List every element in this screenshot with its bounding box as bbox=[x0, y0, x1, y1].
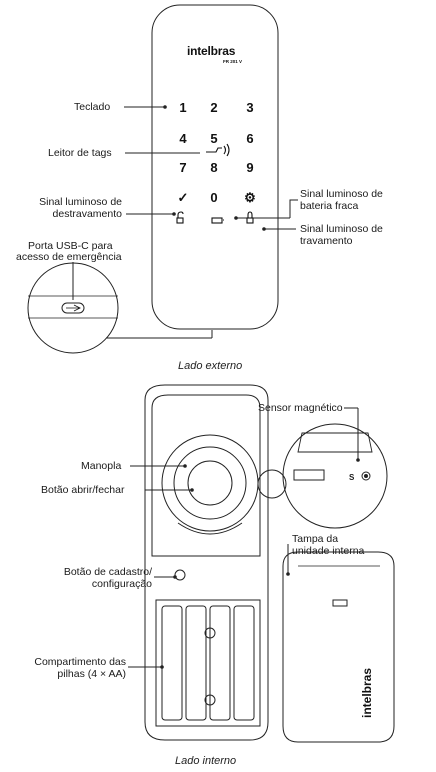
key-7[interactable]: 7 bbox=[179, 160, 187, 175]
label-cover-2: unidade interna bbox=[292, 545, 365, 557]
sensor-letter: S bbox=[349, 473, 355, 482]
label-unlock-light-2: destravamento bbox=[52, 208, 122, 220]
key-6[interactable]: 6 bbox=[246, 131, 254, 146]
label-low-battery-2: bateria fraca bbox=[300, 200, 359, 212]
sensor-inset-circle bbox=[282, 423, 388, 529]
battery-icon bbox=[211, 217, 223, 224]
label-battery-compartment-2: pilhas (4 × AA) bbox=[57, 668, 126, 680]
label-tag-reader: Leitor de tags bbox=[48, 147, 112, 159]
label-unlock-light-1: Sinal luminoso de bbox=[39, 196, 122, 208]
key-3[interactable]: 3 bbox=[246, 100, 254, 115]
key-0[interactable]: 0 bbox=[210, 190, 218, 205]
internal-cover bbox=[282, 551, 395, 743]
key-9[interactable]: 9 bbox=[246, 160, 254, 175]
internal-unit-body bbox=[144, 384, 269, 741]
label-battery-compartment-1: Compartimento das bbox=[34, 656, 126, 668]
external-brand-logo: intelbras bbox=[187, 44, 236, 58]
battery-compartment bbox=[155, 599, 261, 727]
leader-low-battery-tail bbox=[289, 199, 298, 218]
usb-port bbox=[61, 302, 85, 314]
register-button bbox=[174, 569, 186, 581]
label-cover-1: Tampa da bbox=[292, 533, 339, 545]
usb-icon bbox=[66, 304, 81, 312]
label-usb-2: acesso de emergência bbox=[16, 251, 122, 263]
label-lock-light-2: travamento bbox=[300, 235, 353, 247]
magnetic-sensor bbox=[361, 471, 371, 481]
label-knob: Manopla bbox=[81, 460, 122, 472]
key-8[interactable]: 8 bbox=[210, 160, 218, 175]
label-open-close-button: Botão abrir/fechar bbox=[41, 484, 125, 496]
key-5[interactable]: 5 bbox=[210, 131, 218, 146]
caption-external: Lado externo bbox=[178, 360, 243, 372]
label-low-battery-1: Sinal luminoso de bbox=[300, 188, 383, 200]
knob-ring bbox=[161, 434, 259, 532]
unlock-icon bbox=[176, 217, 184, 224]
label-register-button-2: configuração bbox=[91, 578, 152, 590]
key-4[interactable]: 4 bbox=[179, 131, 187, 146]
key-1[interactable]: 1 bbox=[179, 100, 187, 115]
cover-latch bbox=[332, 599, 348, 607]
key-settings[interactable]: ⚙ bbox=[244, 190, 256, 205]
open-close-button bbox=[187, 460, 233, 506]
label-register-button-1: Botão de cadastro/ bbox=[63, 566, 152, 578]
internal-brand-logo: intelbras bbox=[360, 667, 374, 718]
rotation-arrow bbox=[177, 522, 243, 535]
sensor-location-circle bbox=[257, 469, 287, 499]
knob bbox=[173, 446, 247, 520]
tag-reader-icon bbox=[206, 147, 222, 153]
external-unit-body bbox=[151, 4, 279, 330]
caption-internal: Lado interno bbox=[175, 755, 237, 767]
label-keypad: Teclado bbox=[74, 101, 111, 113]
sensor-inset-slot bbox=[293, 469, 325, 481]
label-magnetic-sensor: Sensor magnético bbox=[258, 402, 343, 414]
key-check[interactable]: ✓ bbox=[177, 190, 189, 205]
sensor-inset-knob bbox=[297, 432, 373, 453]
label-lock-light-1: Sinal luminoso de bbox=[300, 223, 383, 235]
external-model: FR 201 V bbox=[223, 59, 243, 64]
label-usb-1: Porta USB-C para bbox=[28, 240, 113, 252]
internal-upper-panel bbox=[151, 394, 261, 557]
key-2[interactable]: 2 bbox=[210, 100, 218, 115]
lock-icon bbox=[246, 217, 254, 224]
